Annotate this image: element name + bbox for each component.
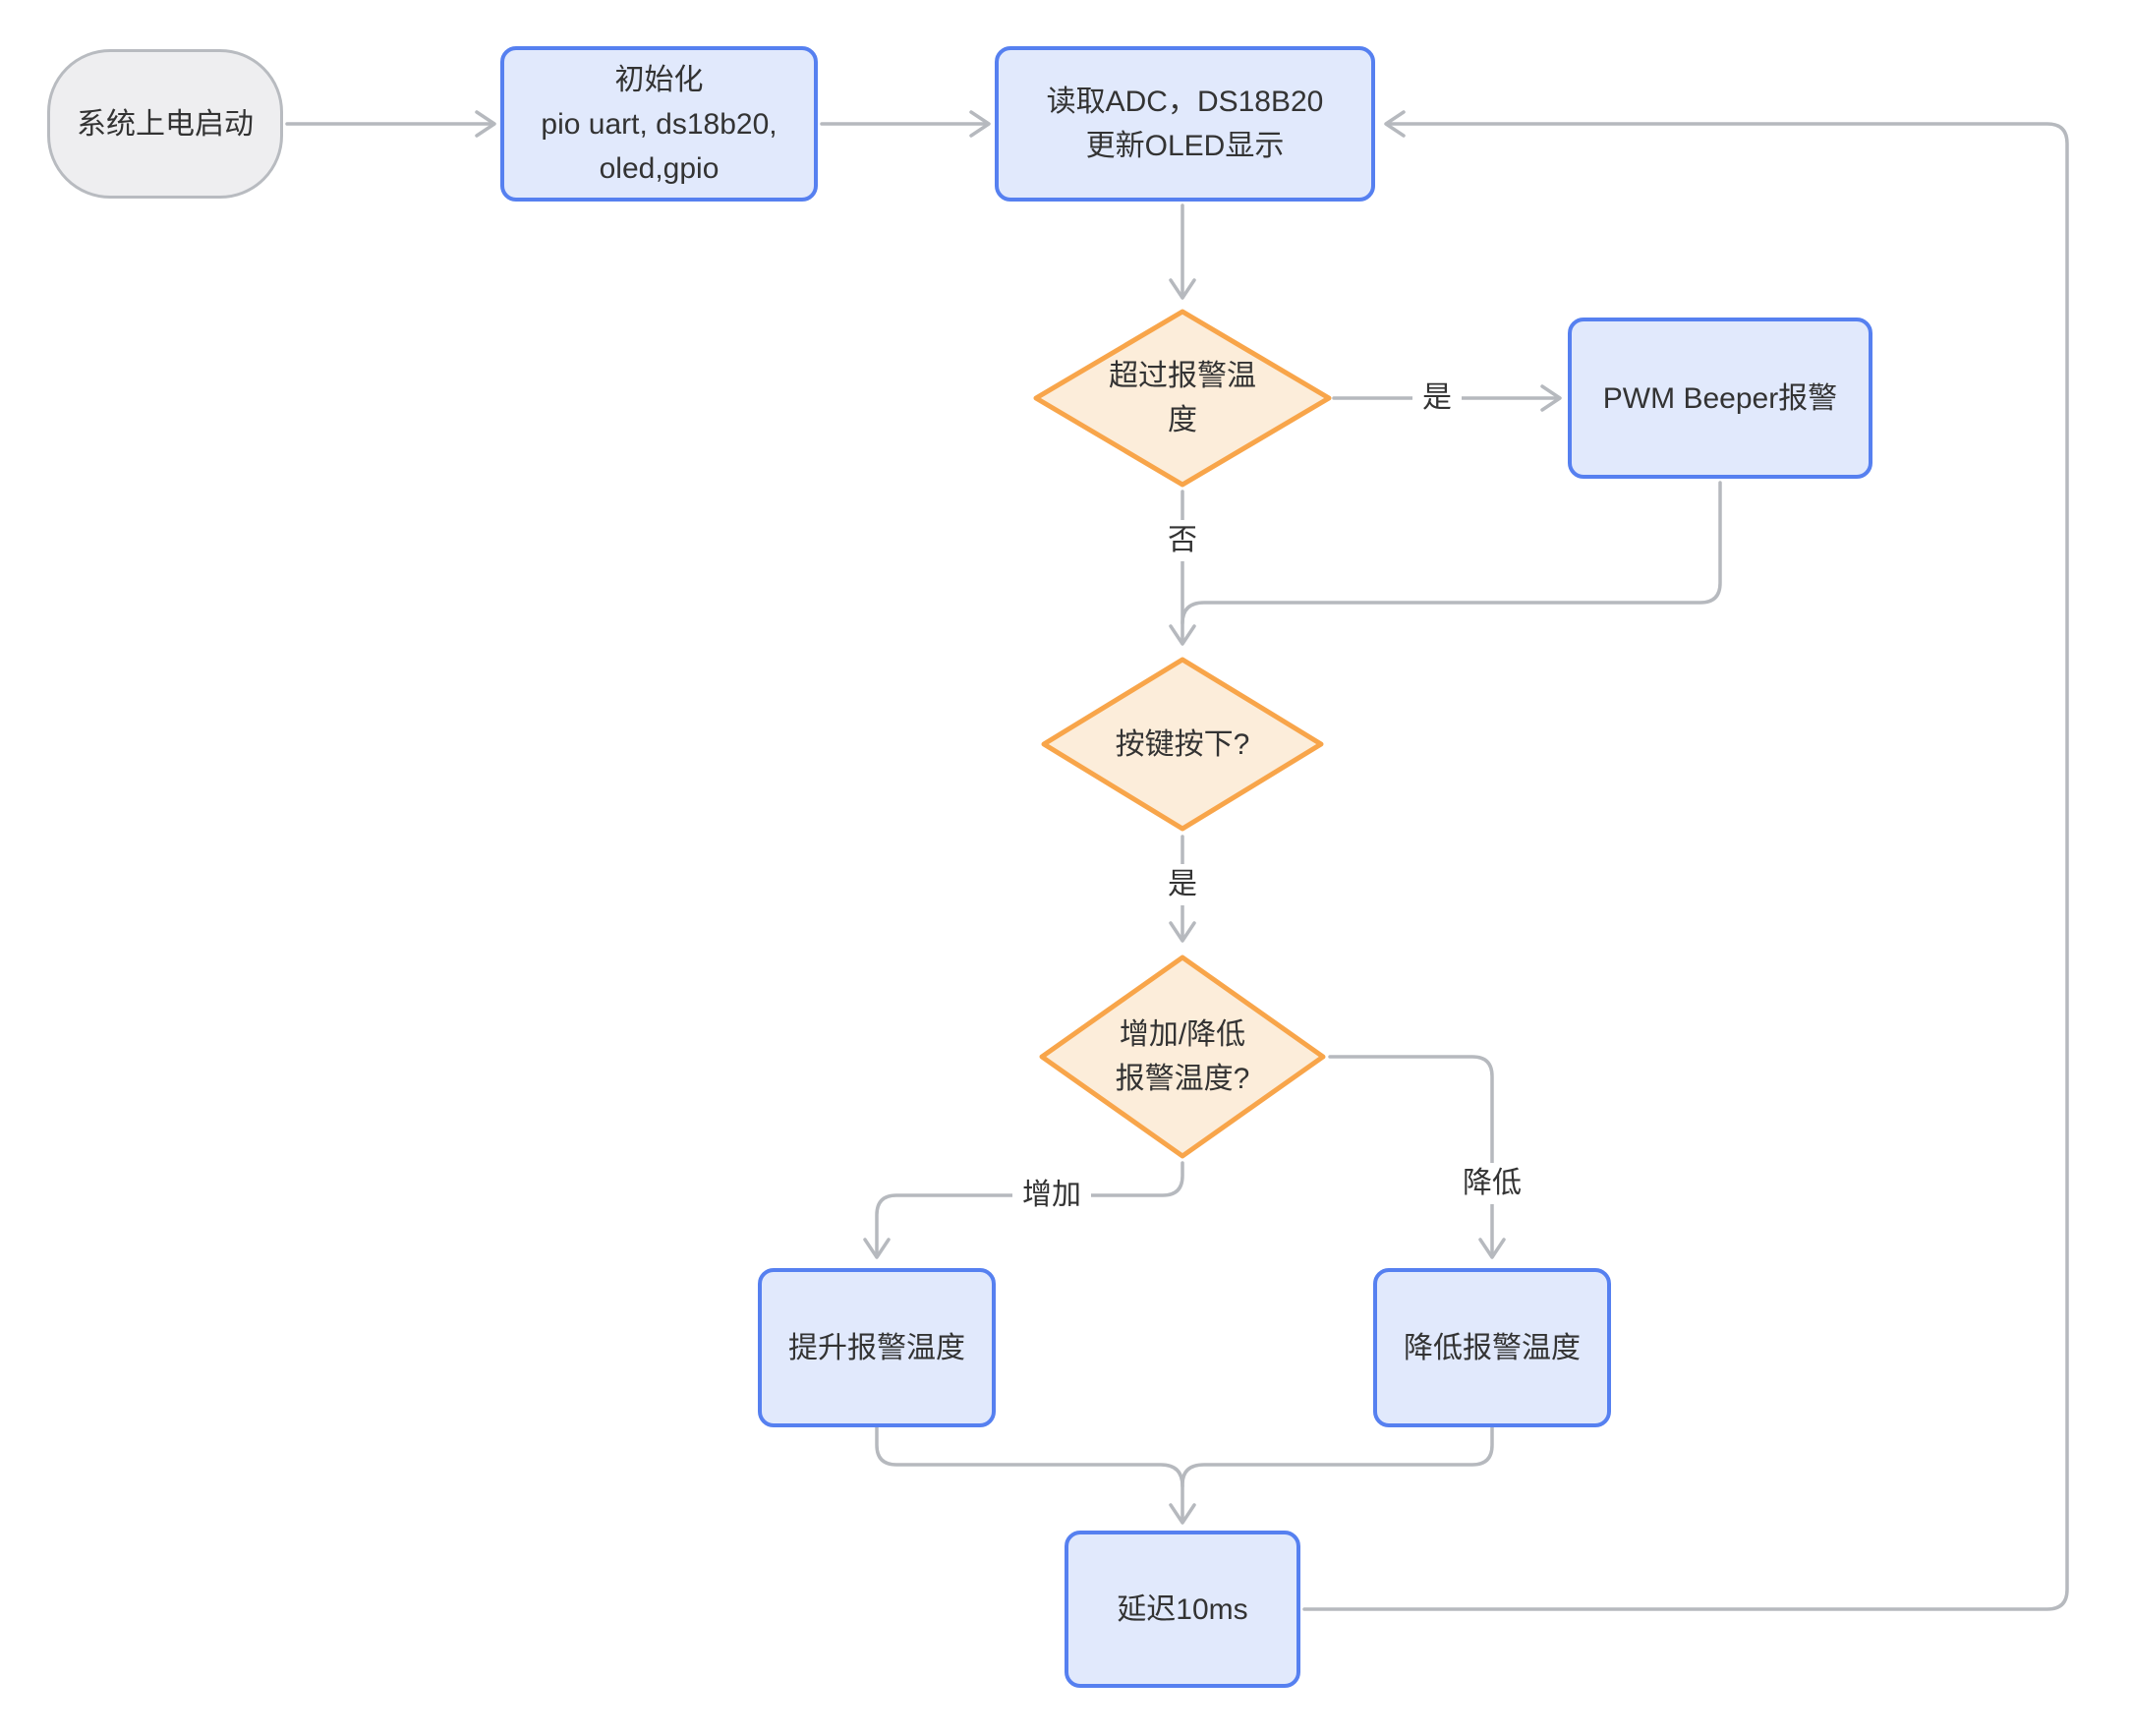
text-line: 度: [1168, 404, 1197, 436]
node-delay: 延迟10ms: [1065, 1531, 1300, 1688]
node-start-label: 系统上电启动: [77, 107, 254, 141]
node-read-update: 读取ADC，DS18B20 更新OLED显示: [995, 46, 1375, 202]
node-pwm-beeper: PWM Beeper报警: [1568, 318, 1872, 479]
text-line: 报警温度?: [1115, 1063, 1250, 1095]
node-inc-dec-decision: 增加/降低 报警温度?: [1038, 954, 1327, 1160]
text-line: 读取ADC，DS18B20: [1046, 86, 1324, 118]
node-key-pressed-decision: 按键按下?: [1040, 656, 1325, 833]
node-raise-temp: 提升报警温度: [758, 1268, 996, 1427]
text-line: 增加/降低: [1119, 1018, 1246, 1051]
node-lower-temp: 降低报警温度: [1373, 1268, 1611, 1427]
text-line: 更新OLED显示: [1085, 130, 1285, 162]
node-over-temp-label: 超过报警温 度: [1109, 354, 1256, 442]
edge-lower-to-delay: [1169, 1425, 1494, 1525]
edge-incdec-decrease-to-lower: [1328, 1055, 1506, 1259]
edge-label-over-temp-no: 否: [1158, 520, 1207, 561]
edge-label-decrease: 降低: [1453, 1163, 1531, 1204]
edge-raise-to-merge: [875, 1425, 1184, 1488]
text-line: 超过报警温: [1109, 360, 1256, 392]
node-init: 初始化 pio uart, ds18b20, oled,gpio: [500, 46, 818, 202]
node-key-pressed-label: 按键按下?: [1115, 727, 1250, 761]
node-inc-dec-label: 增加/降低 报警温度?: [1116, 1013, 1250, 1101]
node-delay-label: 延迟10ms: [1117, 1592, 1248, 1626]
node-raise-temp-label: 提升报警温度: [788, 1331, 965, 1364]
edge-label-key-pressed-yes: 是: [1158, 864, 1207, 905]
node-init-label: 初始化 pio uart, ds18b20, oled,gpio: [541, 58, 777, 191]
diamond-shape: [1041, 657, 1324, 832]
node-lower-temp-label: 降低报警温度: [1404, 1331, 1581, 1364]
text-line: oled,gpio: [599, 151, 720, 185]
node-over-temp-decision: 超过报警温 度: [1032, 308, 1333, 489]
diamond-shape: [1039, 955, 1326, 1159]
node-pwm-beeper-label: PWM Beeper报警: [1602, 381, 1838, 415]
text-line: 初始化: [614, 63, 704, 96]
text-line: pio uart, ds18b20,: [541, 107, 778, 141]
edge-pwm-to-merge: [1181, 481, 1722, 625]
edge-delay-loop-to-read: [1302, 110, 2069, 1611]
edge-label-increase: 增加: [1012, 1175, 1091, 1216]
node-read-update-label: 读取ADC，DS18B20 更新OLED显示: [1047, 80, 1324, 168]
edge-label-over-temp-yes: 是: [1412, 377, 1462, 419]
diamond-shape: [1033, 309, 1332, 488]
node-start: 系统上电启动: [47, 49, 283, 199]
